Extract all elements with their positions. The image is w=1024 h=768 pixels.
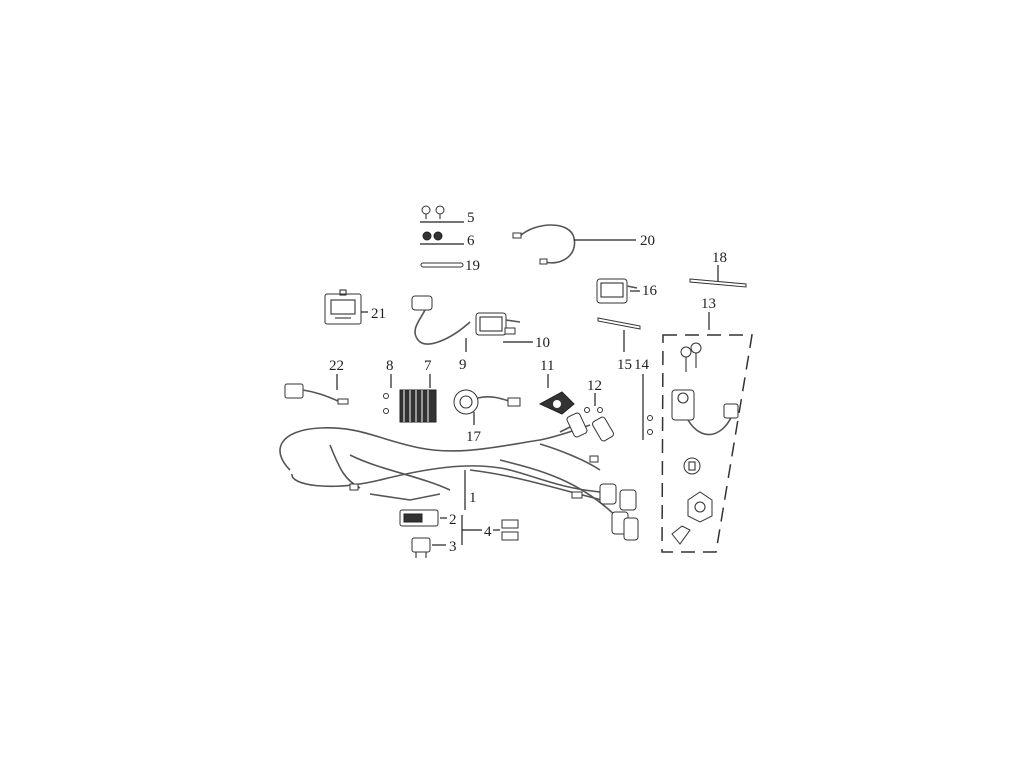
washer-icon: [422, 231, 443, 241]
callout-8: 8: [386, 358, 394, 374]
callout-9: 9: [459, 357, 467, 373]
callout-14: 14: [634, 357, 650, 373]
part-3-icon: [411, 537, 431, 558]
key-switch-icon: [671, 342, 739, 545]
wire-20: [512, 224, 576, 265]
callout-3: 3: [449, 539, 457, 555]
screw-icon: [421, 205, 445, 219]
callout-16: 16: [642, 283, 658, 299]
callout-22: 22: [329, 358, 344, 374]
callout-15: 15: [617, 357, 632, 373]
key-set-frame: [661, 334, 753, 553]
screw-icon: [647, 415, 653, 435]
callout-4: 4: [484, 524, 492, 540]
callout-6: 6: [467, 233, 475, 249]
callout-7: 7: [424, 358, 432, 374]
regulator-rectifier-icon: [399, 389, 437, 423]
part-2-icon: [399, 509, 439, 527]
callout-11: 11: [540, 358, 554, 374]
callout-1: 1: [469, 490, 477, 506]
callout-20: 20: [640, 233, 655, 249]
cable-tie-15: [597, 317, 641, 330]
switch-22-icon: [284, 383, 349, 405]
callout-18: 18: [712, 250, 727, 266]
relay-icon: [596, 278, 638, 304]
cable-tie-18: [689, 278, 747, 288]
horn-icon: [538, 391, 575, 415]
cdi-unit-icon: [324, 289, 362, 325]
callout-13: 13: [701, 296, 716, 312]
callout-17: 17: [466, 429, 482, 445]
callout-10: 10: [535, 335, 550, 351]
callout-2: 2: [449, 512, 457, 528]
callout-21: 21: [371, 306, 386, 322]
part-4-icon: [501, 519, 519, 541]
screw-icon: [383, 393, 389, 414]
wire-harness-icon: [279, 412, 639, 541]
callout-12: 12: [587, 378, 602, 394]
flasher-icon: [453, 389, 521, 415]
ignition-coil-icon: [411, 295, 521, 345]
callout-5: 5: [467, 210, 475, 226]
callout-19: 19: [465, 258, 480, 274]
screw-icon: [584, 407, 603, 413]
cable-tie-19: [420, 262, 464, 268]
